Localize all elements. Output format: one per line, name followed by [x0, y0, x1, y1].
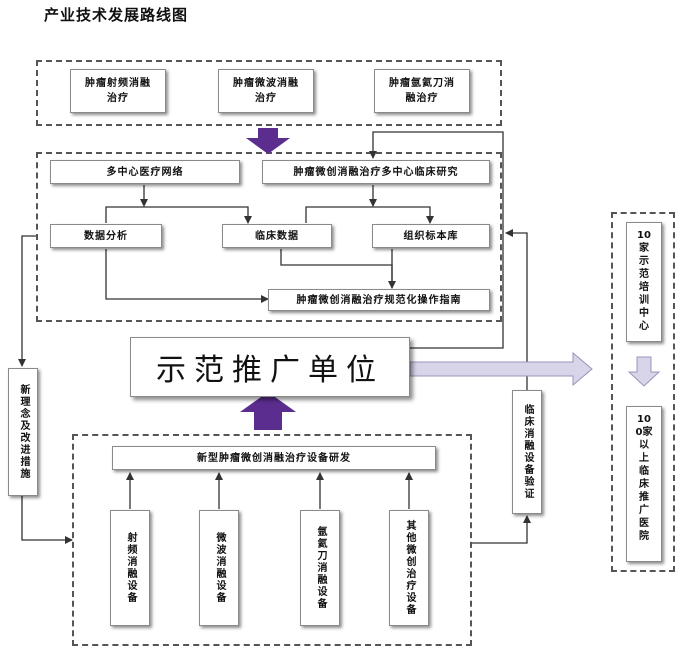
purple-up-arrow	[240, 392, 296, 430]
tissue-bank-box: 组织标本库	[372, 224, 490, 248]
page-title: 产业技术发展路线图	[44, 6, 189, 24]
clinical-study-box: 肿瘤微创消融治疗多中心临床研究	[262, 160, 490, 184]
device-other-box: 其他微创治疗设备	[389, 510, 429, 626]
device-microwave-box: 微波消融设备	[199, 510, 239, 626]
multicenter-network-box: 多中心医疗网络	[50, 160, 240, 184]
training-centers-box: 10家示范培训中心	[626, 222, 662, 342]
top-group-frame	[36, 60, 502, 126]
validation-box: 临床消融设备验证	[512, 390, 542, 514]
light-right-arrow	[409, 351, 593, 387]
top-item-rfa: 肿瘤射频消融治疗	[70, 69, 166, 113]
new-concepts-box: 新理念及改进措施	[8, 368, 38, 496]
clinical-data-box: 临床数据	[222, 224, 332, 248]
demo-unit-box: 示范推广单位	[130, 337, 410, 397]
device-rfa-box: 射频消融设备	[110, 510, 150, 626]
light-down-arrow	[627, 356, 661, 387]
purple-down-arrow	[246, 128, 290, 154]
promotion-hospitals-box: 100家以上临床推广医院	[626, 406, 662, 562]
device-cryo-box: 氩氦刀消融设备	[300, 510, 340, 626]
top-item-microwave: 肿瘤微波消融治疗	[218, 69, 314, 113]
data-analysis-box: 数据分析	[50, 224, 162, 248]
device-rd-header: 新型肿瘤微创消融治疗设备研发	[112, 446, 436, 470]
outcome-group-frame	[611, 212, 675, 572]
device-group-frame	[72, 434, 472, 646]
top-item-cryo: 肿瘤氩氦刀消融治疗	[374, 69, 470, 113]
guideline-box: 肿瘤微创消融治疗规范化操作指南	[268, 289, 490, 311]
